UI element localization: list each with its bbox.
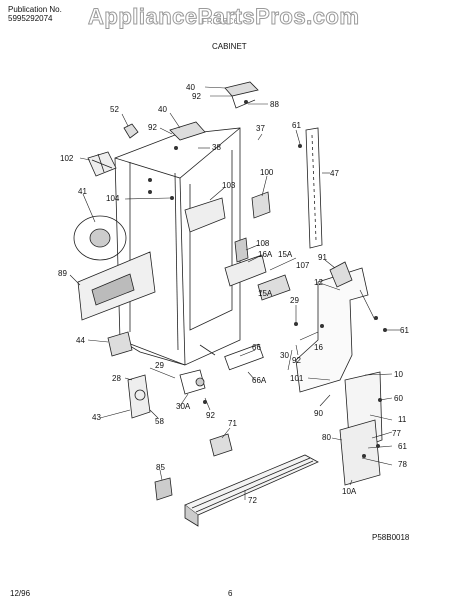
callout-label: 89 — [58, 269, 67, 278]
callout-label: 91 — [318, 253, 327, 262]
callout-label: 60 — [394, 394, 403, 403]
part-103 — [184, 197, 226, 233]
callout-label: 61 — [400, 326, 409, 335]
callout-label: 90 — [314, 409, 323, 418]
callout-label: 100 — [260, 168, 274, 177]
callout-label: 29 — [290, 296, 299, 305]
callout-label: 108 — [256, 239, 270, 248]
model-number: FRS6BC6 — [202, 17, 239, 26]
part-100 — [251, 191, 271, 219]
callout-label: 11 — [398, 415, 407, 424]
panel-60-80 — [339, 371, 383, 486]
callout-label: 78 — [398, 460, 407, 469]
callout-label: 92 — [192, 92, 201, 101]
callout-label: 28 — [112, 374, 121, 383]
callout-label: 58 — [155, 417, 164, 426]
callout-label: 12 — [314, 278, 323, 287]
section-title: CABINET — [212, 42, 247, 51]
callout-label: 43 — [92, 413, 101, 422]
panel-89 — [77, 251, 156, 321]
callout-label: 30A — [176, 402, 191, 411]
callout-label: 41 — [78, 187, 87, 196]
callout-label: 71 — [228, 419, 237, 428]
callout-label: 15A — [278, 250, 293, 259]
bracket-102 — [87, 151, 117, 177]
part-85 — [154, 477, 173, 501]
callout-label: 85 — [156, 463, 165, 472]
callout-label: 30 — [280, 351, 289, 360]
footer-date: 12/96 — [10, 589, 31, 598]
duct-assembly-10 — [295, 261, 369, 393]
callout-label: 44 — [76, 336, 85, 345]
publication-label: Publication No. — [8, 5, 62, 14]
cabinet-shell — [114, 127, 241, 366]
callout-label: 102 — [60, 154, 74, 163]
page-number: 6 — [228, 589, 233, 598]
callout-label: 80 — [322, 433, 331, 442]
callout-label: 66A — [252, 376, 267, 385]
callout-label: 38 — [212, 143, 221, 152]
callout-label: 10 — [394, 370, 403, 379]
publication-number: 5995292074 — [8, 14, 53, 23]
part-44 — [107, 331, 133, 357]
figure-code: P58B0018 — [372, 533, 410, 542]
callout-label: 101 — [290, 374, 304, 383]
callout-label: 40 — [186, 83, 195, 92]
callout-label: 16 — [314, 343, 323, 352]
callout-label: 10A — [342, 487, 357, 496]
callout-label: 77 — [392, 429, 401, 438]
roller-41 — [73, 215, 127, 261]
strip-47 — [305, 127, 323, 249]
callout-label: 37 — [256, 124, 265, 133]
callout-label: 29 — [155, 361, 164, 370]
callout-label: 88 — [270, 100, 279, 109]
watermark-logo: AppliancePartsPros.com — [87, 4, 360, 30]
control-assembly — [224, 237, 291, 301]
callout-label: 47 — [330, 169, 339, 178]
callout-label: 61 — [398, 442, 407, 451]
callout-label: 16A — [258, 250, 273, 259]
part-30A — [179, 369, 206, 395]
part-number-labels: 40 92 88 52 40 92 38 37 61 102 41 104 10… — [58, 83, 409, 505]
callout-label: 72 — [248, 496, 257, 505]
toe-grille-72 — [184, 454, 319, 527]
callout-label: 92 — [148, 123, 157, 132]
leveler-bracket-43 — [127, 374, 151, 419]
screws — [148, 100, 387, 458]
callout-label: 66 — [252, 343, 261, 352]
part-71 — [209, 433, 233, 457]
leader-lines — [69, 86, 400, 500]
callout-label: 107 — [296, 261, 310, 270]
callout-label: 52 — [110, 105, 119, 114]
part-52 — [123, 123, 139, 139]
top-hinge-left — [169, 121, 206, 141]
callout-label: 92 — [206, 411, 215, 420]
callout-label: 104 — [106, 194, 120, 203]
callout-label: 92 — [292, 356, 301, 365]
top-hinge-right — [224, 81, 259, 109]
callout-label: 61 — [292, 121, 301, 130]
callout-label: 15A — [258, 289, 273, 298]
callout-label: 40 — [158, 105, 167, 114]
callout-label: 103 — [222, 181, 236, 190]
